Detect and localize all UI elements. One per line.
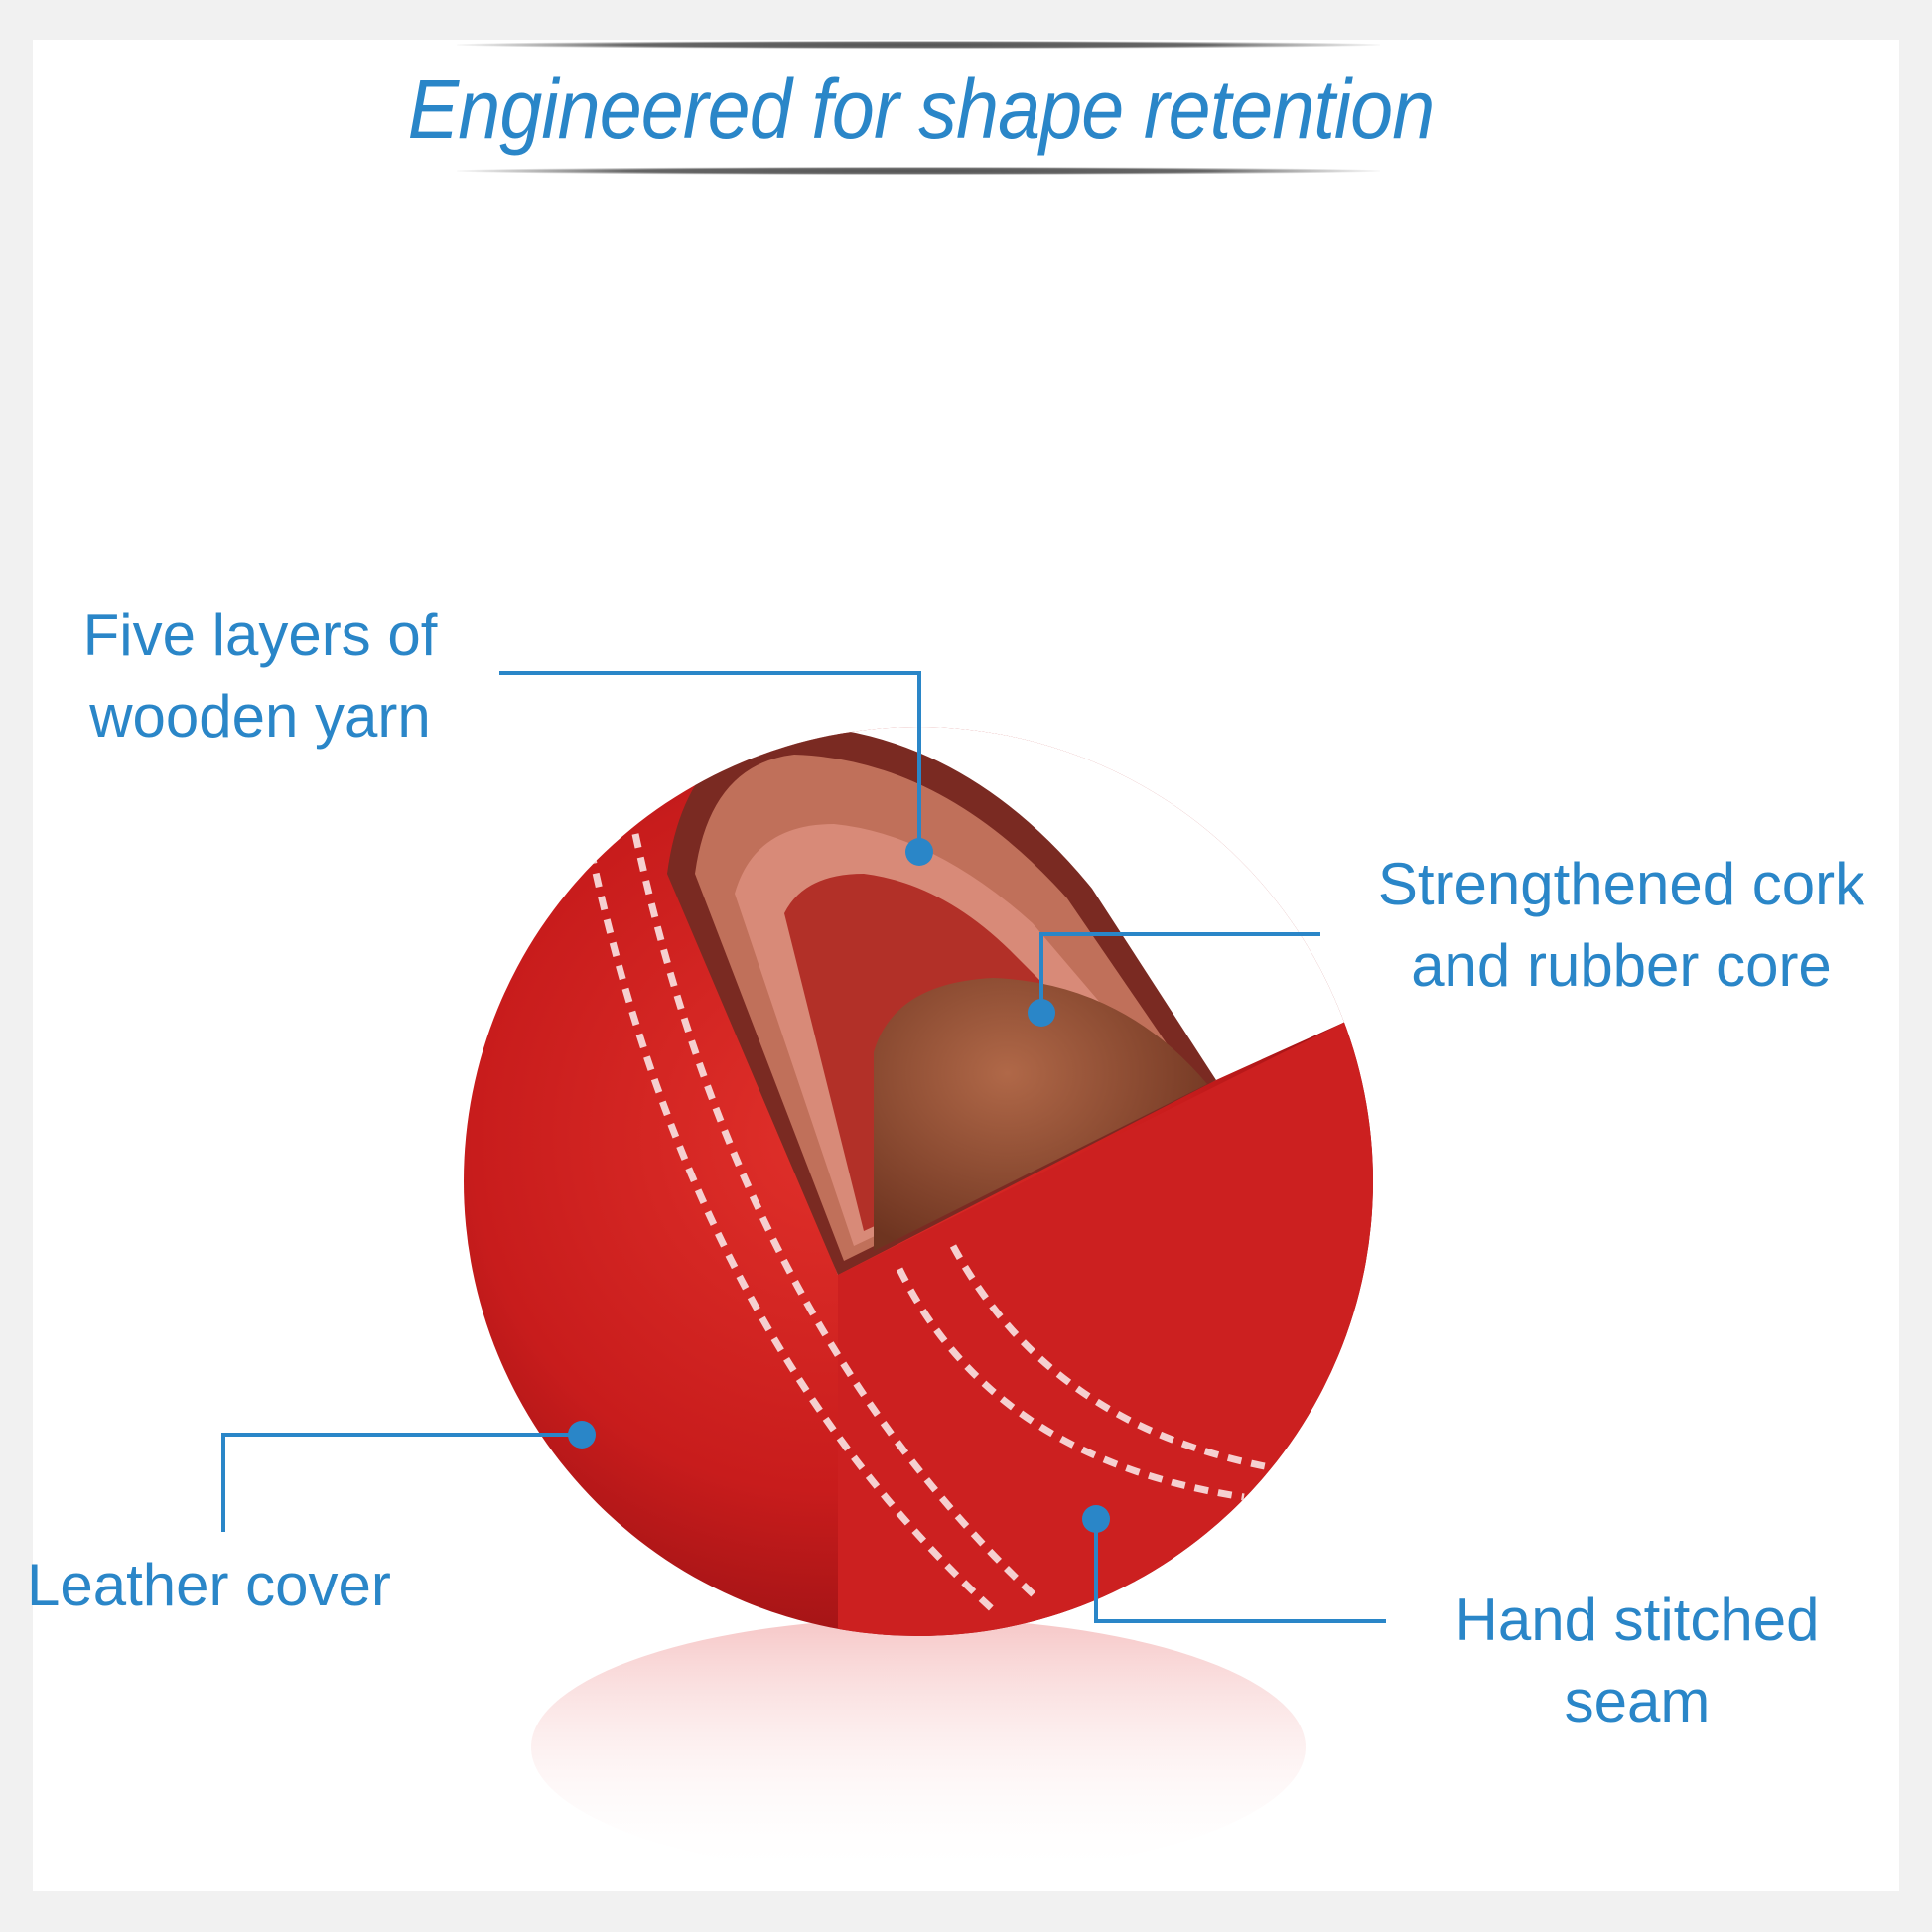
seam-leader-line	[1094, 1519, 1386, 1623]
seam-callout: Hand stitched seam	[1420, 1580, 1855, 1742]
title-bottom-rule	[457, 167, 1380, 175]
cork-rubber-core	[874, 978, 1207, 1251]
leather-callout-line-1: Leather cover	[27, 1552, 391, 1618]
yarn-callout-line-2: wooden yarn	[89, 683, 431, 750]
title-top-rule	[457, 41, 1380, 49]
seam-callout-line-2: seam	[1564, 1668, 1711, 1734]
seam-stitches-left-1	[587, 849, 1001, 1617]
ball-reflection	[531, 1618, 1306, 1876]
page-title: Engineered for shape retention	[407, 63, 1436, 156]
core-callout: Strengthened cork and rubber core	[1345, 844, 1897, 1007]
yarn-callout-line-1: Five layers of	[82, 602, 438, 668]
leather-callout: Leather cover	[27, 1545, 391, 1626]
core-callout-line-1: Strengthened cork	[1377, 851, 1865, 917]
core-callout-line-2: and rubber core	[1411, 932, 1832, 999]
seam-stitches-left-2	[631, 833, 1040, 1601]
core-marker-dot	[1028, 999, 1055, 1027]
yarn-leader-line	[499, 671, 921, 850]
seam-callout-line-1: Hand stitched	[1454, 1587, 1820, 1653]
seam-stitches-right-2	[949, 1244, 1282, 1473]
leather-marker-dot	[568, 1421, 596, 1449]
yarn-marker-dot	[905, 838, 933, 866]
seam-marker-dot	[1082, 1505, 1110, 1533]
core-leader-line	[1039, 932, 1320, 1011]
yarn-callout: Five layers of wooden yarn	[62, 595, 459, 758]
leather-leader-line	[221, 1433, 582, 1532]
seam-stitches-right-1	[896, 1267, 1245, 1501]
